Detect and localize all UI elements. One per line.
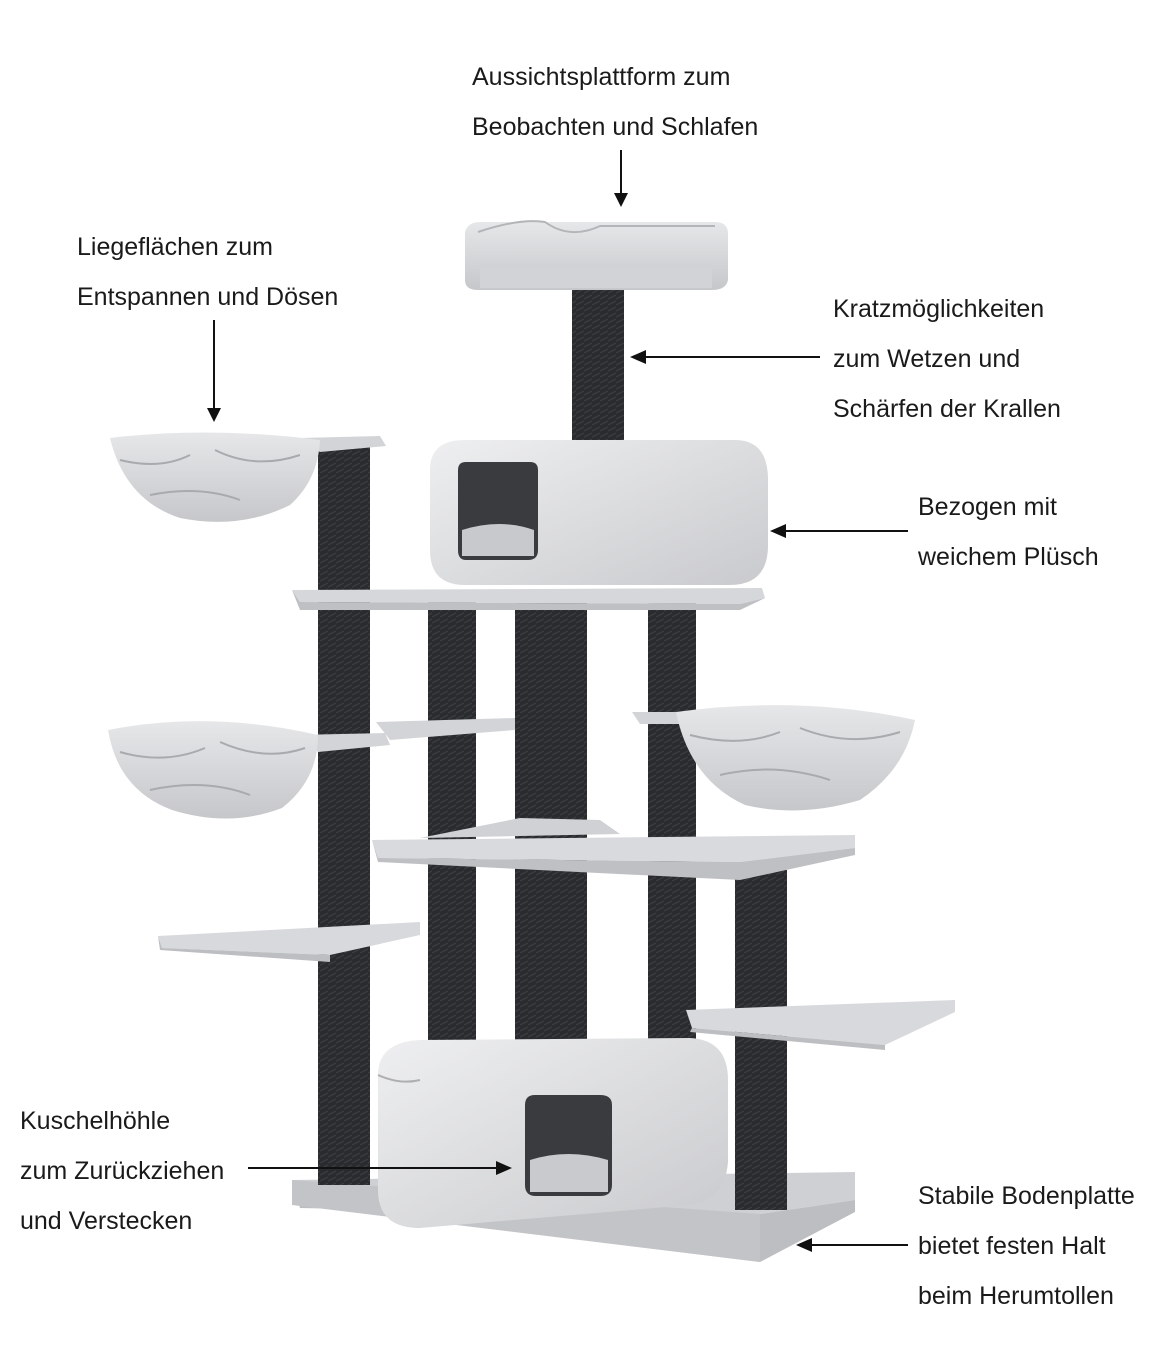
annotation-plush-line2: weichem Plüsch — [918, 543, 1099, 571]
annotation-base-line3: beim Herumtollen — [918, 1282, 1114, 1310]
annotation-cave: Kuschelhöhle zum Zurückziehen und Verste… — [20, 1096, 224, 1246]
annotation-cave-line1: Kuschelhöhle — [20, 1107, 171, 1135]
lower-cave — [377, 1038, 728, 1228]
top-platform — [465, 220, 728, 290]
hammock-middle-right — [632, 705, 915, 811]
arrow-scratch — [630, 350, 820, 364]
annotation-cave-line2: zum Zurückziehen — [20, 1157, 225, 1185]
hammock-top-left — [110, 432, 386, 522]
annotation-base-line1: Stabile Bodenplatte — [918, 1182, 1135, 1210]
annotation-top-line2: Beobachten und Schlafen — [472, 113, 759, 141]
shelf-right-low — [686, 1000, 955, 1050]
annotation-scratch-line3: Schärfen der Krallen — [833, 395, 1061, 423]
upper-house — [430, 440, 768, 585]
annotation-plush-line1: Bezogen mit — [918, 493, 1057, 521]
annotation-hammock: Liegeflächen zum Entspannen und Dösen — [77, 222, 338, 322]
arrow-cave — [248, 1161, 512, 1175]
annotation-top-line1: Aussichtsplattform zum — [472, 63, 731, 91]
annotation-base-line2: bietet festen Halt — [918, 1232, 1106, 1260]
annotation-cave-line3: und Verstecken — [20, 1207, 193, 1235]
arrow-base — [796, 1238, 908, 1252]
annotation-base: Stabile Bodenplatte bietet festen Halt b… — [918, 1171, 1135, 1321]
arrow-plush — [770, 524, 908, 538]
annotation-plush: Bezogen mit weichem Plüsch — [918, 482, 1099, 582]
hammock-middle-left — [108, 721, 390, 819]
shelf-left-low — [158, 922, 420, 962]
arrow-hammock — [207, 320, 221, 422]
annotation-hammock-line2: Entspannen und Dösen — [77, 283, 339, 311]
post-left — [318, 445, 370, 1185]
annotation-scratch-line1: Kratzmöglichkeiten — [833, 295, 1045, 323]
post-back-left — [428, 600, 476, 1045]
arrows — [207, 150, 908, 1252]
annotation-top: Aussichtsplattform zum Beobachten und Sc… — [472, 52, 758, 152]
post-top — [572, 278, 624, 443]
shelf-small-middle — [376, 718, 515, 740]
upper-shelf — [292, 588, 765, 610]
shelf-large-middle — [372, 818, 855, 880]
post-back-right — [648, 600, 696, 1040]
annotation-scratch-line2: zum Wetzen und — [833, 345, 1021, 373]
annotation-scratch: Kratzmöglichkeiten zum Wetzen und Schärf… — [833, 284, 1061, 434]
arrow-top — [614, 150, 628, 207]
annotation-hammock-line1: Liegeflächen zum — [77, 233, 273, 261]
